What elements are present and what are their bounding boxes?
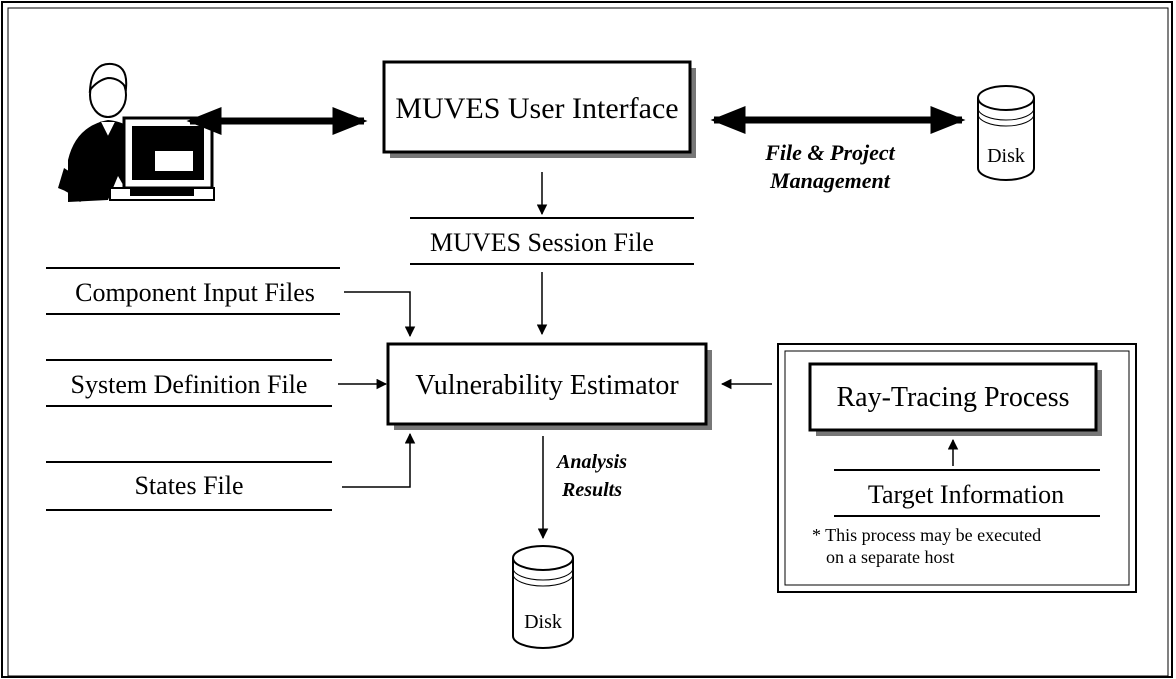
- component-files-label: Component Input Files: [75, 278, 315, 307]
- file-mgmt-label-2: Management: [769, 168, 891, 193]
- disk-label-top: Disk: [987, 145, 1025, 167]
- system-def-label: System Definition File: [71, 370, 308, 399]
- disk-icon: Disk: [977, 85, 1035, 181]
- session-file: MUVES Session File: [410, 217, 694, 265]
- results-disk-icon: Disk: [512, 545, 574, 649]
- estimator-box: Vulnerability Estimator: [386, 342, 712, 430]
- analysis-label-2: Results: [561, 479, 622, 501]
- estimator-label: Vulnerability Estimator: [415, 370, 679, 401]
- note-line-1: * This process may be executed: [812, 525, 1041, 545]
- system-definition-file: System Definition File: [46, 359, 332, 407]
- target-info: Target Information: [834, 469, 1100, 517]
- disk-label-bottom: Disk: [524, 611, 562, 633]
- raytrace-box: Ray-Tracing Process: [808, 362, 1102, 436]
- analysis-label-1: Analysis: [555, 451, 627, 473]
- file-mgmt-label-1: File & Project: [764, 140, 895, 165]
- target-info-label: Target Information: [868, 480, 1064, 509]
- states-estimator-arrow: [342, 432, 416, 488]
- raytrace-label: Ray-Tracing Process: [836, 382, 1069, 413]
- component-estimator-arrow: [344, 291, 416, 338]
- component-files: Component Input Files: [46, 267, 340, 315]
- note-line-2: on a separate host: [826, 547, 954, 567]
- ui-box-label: MUVES User Interface: [395, 92, 678, 125]
- inner-frame: [7, 7, 1169, 677]
- session-file-label: MUVES Session File: [430, 228, 654, 257]
- states-file: States File: [46, 461, 332, 511]
- user-computer-icon: [58, 62, 215, 202]
- ui-box: MUVES User Interface: [382, 60, 696, 158]
- states-file-label: States File: [134, 471, 243, 500]
